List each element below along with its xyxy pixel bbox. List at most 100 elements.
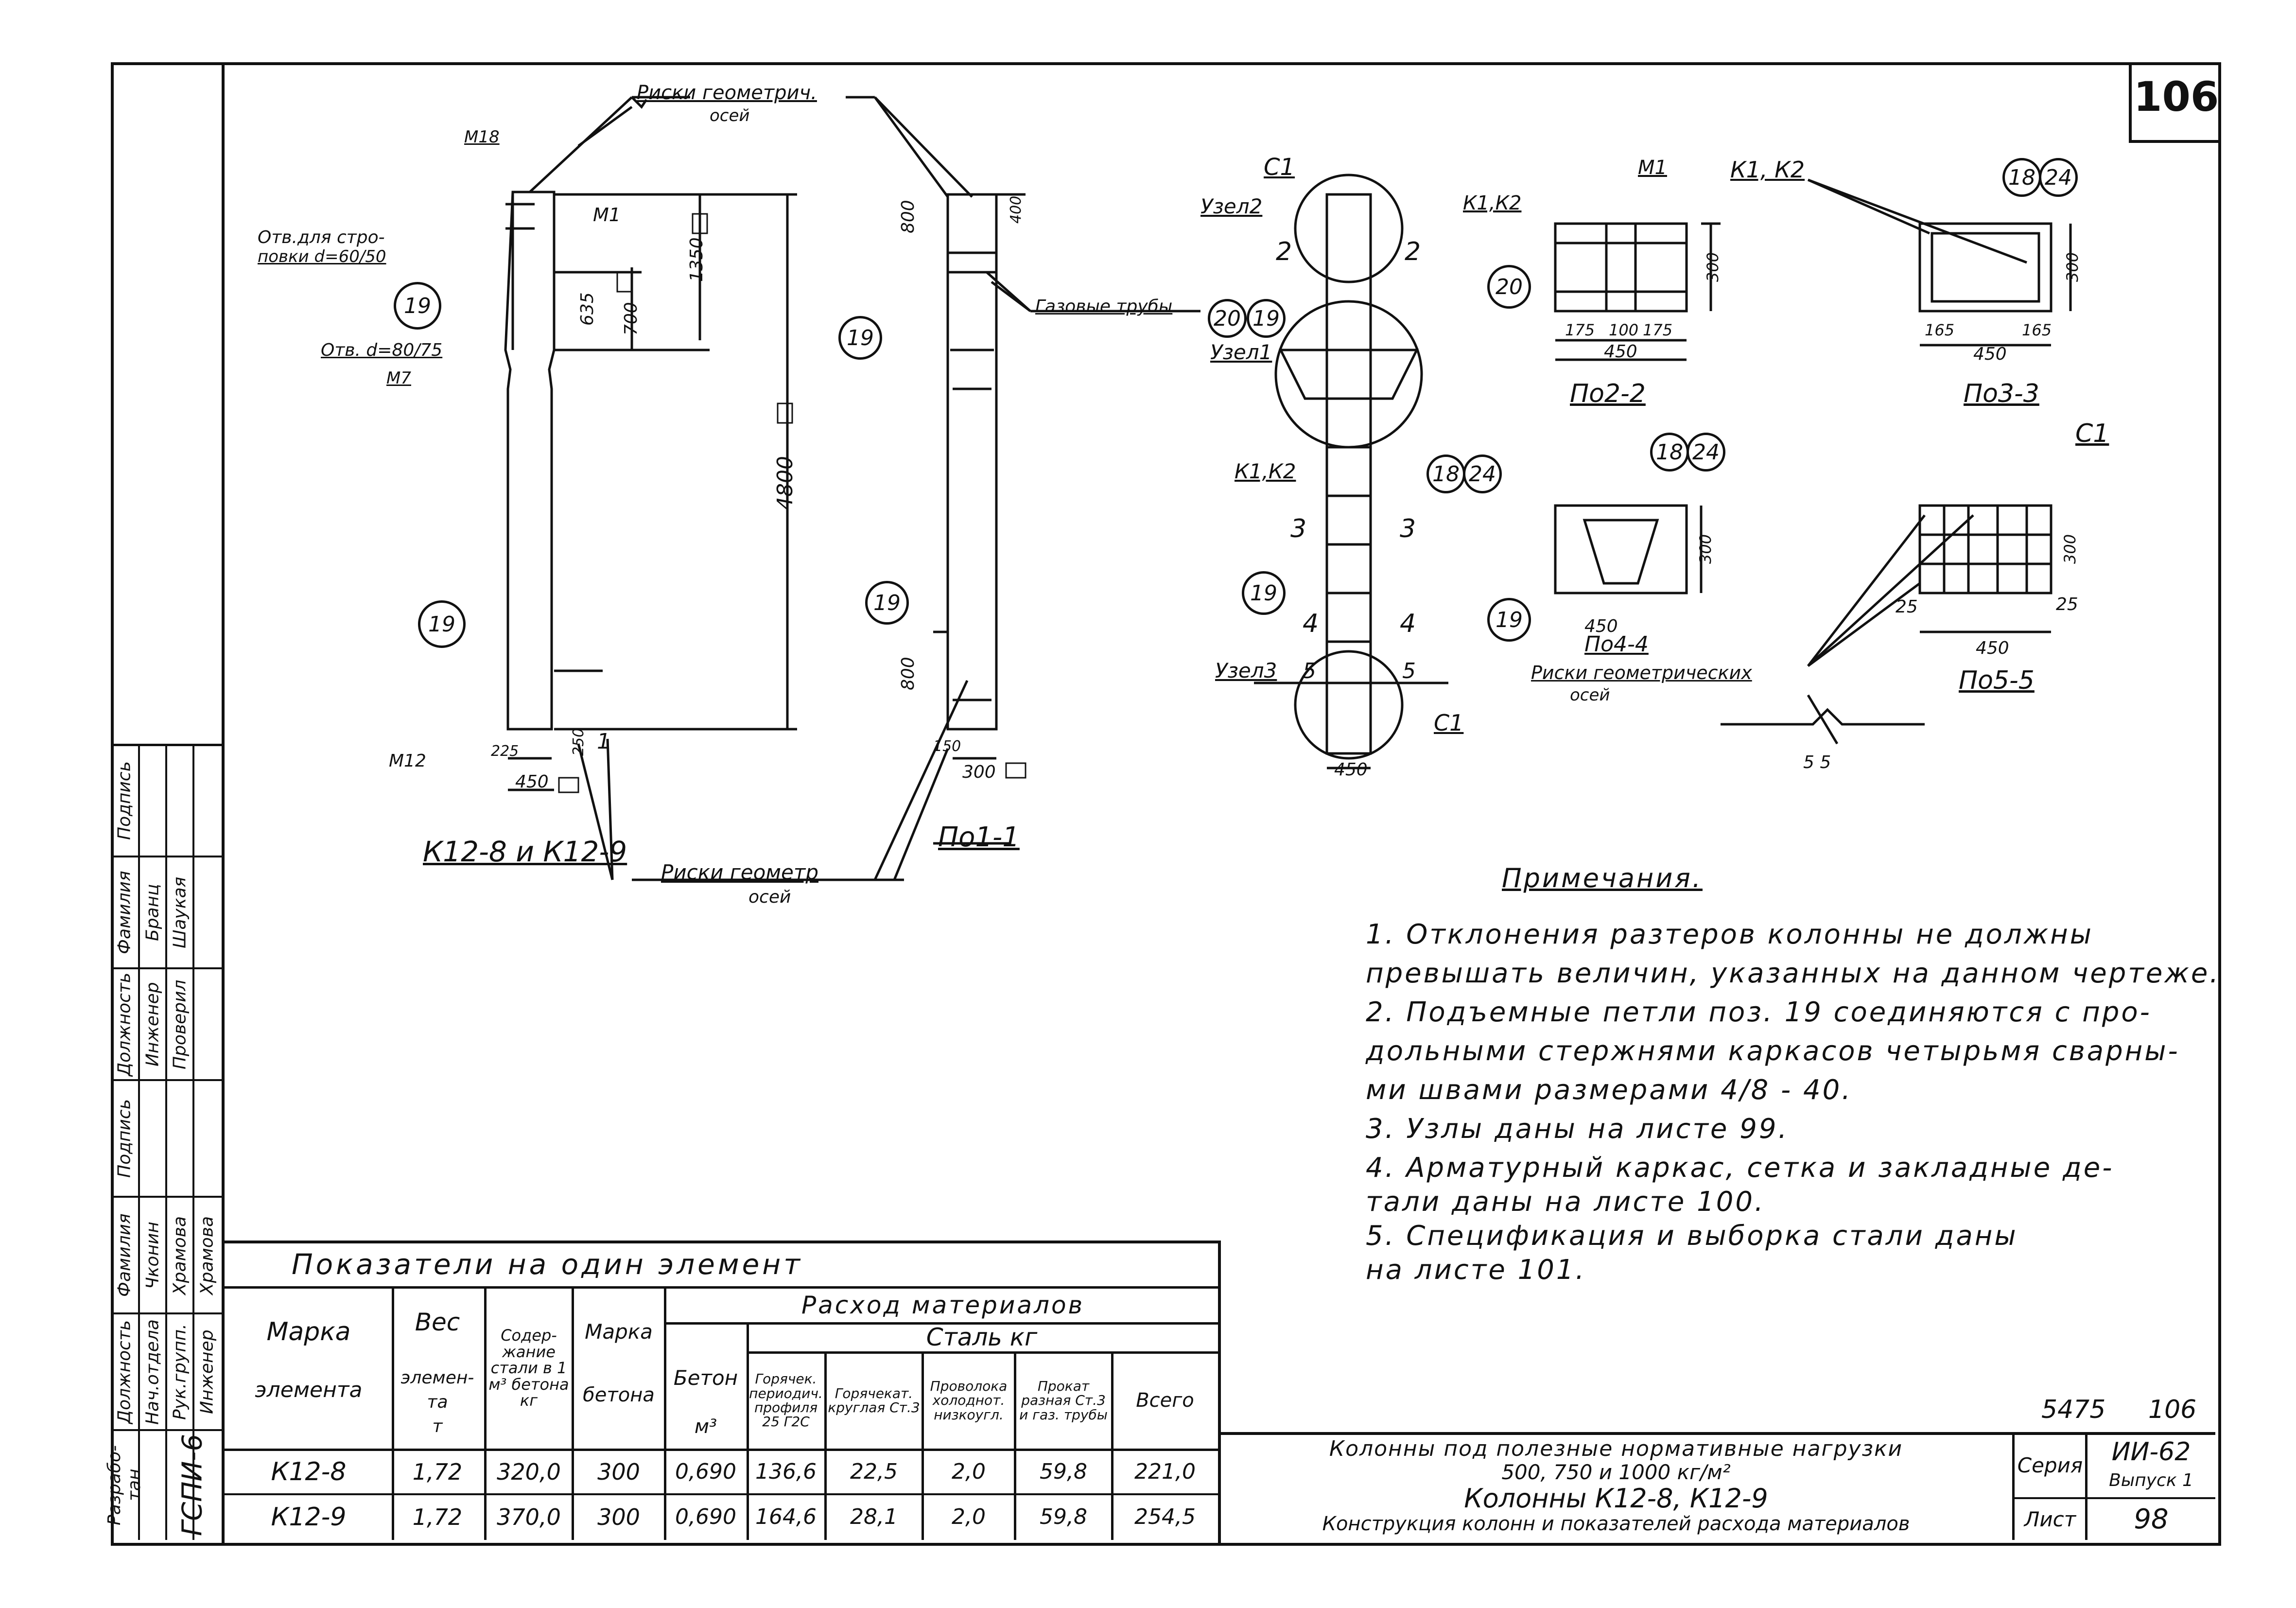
dim-450-b: 450 xyxy=(1334,760,1368,780)
dim-450-a: 450 xyxy=(515,772,549,792)
side-cell: Проверил xyxy=(170,979,190,1069)
position-bubble: 24 xyxy=(2039,158,2078,197)
side-label: Подпись xyxy=(114,761,135,840)
hdr-marka-bet-2: бетона xyxy=(583,1384,655,1406)
dim-165b: 165 xyxy=(2022,321,2052,339)
stamp-list-value: 98 xyxy=(2134,1503,2169,1535)
sheet-number-box xyxy=(2129,62,2218,143)
row1-marka: К12-8 xyxy=(271,1457,347,1486)
main-view-title: К12-8 и К12-9 xyxy=(423,835,627,868)
m12-label: М12 xyxy=(389,751,426,771)
dim-225: 225 xyxy=(491,743,519,760)
weld-5: 5 5 xyxy=(1803,752,1831,772)
risks-bottom-label: Риски геометр xyxy=(661,860,818,884)
stamp-seria-label: Серия xyxy=(2017,1453,2083,1477)
stamp-title-2: 500, 750 и 1000 кг/м² xyxy=(1501,1460,1731,1484)
row1-st1: 136,6 xyxy=(755,1459,817,1484)
node3-label: Узел3 xyxy=(1215,659,1277,682)
hdr-ves-3: та xyxy=(427,1392,448,1413)
node2-label: Узел2 xyxy=(1200,194,1263,218)
note-line: превышать величин, указанных на данном ч… xyxy=(1366,958,2221,989)
side-label: Должность xyxy=(114,1320,135,1424)
dim-450-c: 450 xyxy=(1604,342,1637,362)
note-line: 2. Подъемные петли поз. 19 соединяются с… xyxy=(1366,996,2152,1028)
num-5b: 5 xyxy=(1402,659,1416,683)
side-cell: Разрабо-тан xyxy=(104,1445,144,1525)
stamp-list-label: Лист xyxy=(2024,1507,2076,1531)
row1-st3: 2,0 xyxy=(952,1459,986,1484)
row2-beton: 0,690 xyxy=(675,1504,736,1529)
side-cell: Храмова xyxy=(170,1216,190,1295)
risks-right-label-2: осей xyxy=(1570,685,1610,705)
num-4b: 4 xyxy=(1400,609,1416,638)
binding-line xyxy=(222,62,225,1543)
position-bubble: 19 xyxy=(838,316,882,360)
num-4a: 4 xyxy=(1303,609,1319,638)
position-bubble: 20 xyxy=(1208,299,1247,338)
stamp-title-3: Колонны К12-8, К12-9 xyxy=(1464,1483,1768,1514)
k1k2-sec-label: К1,К2 xyxy=(1463,192,1522,214)
num-1: 1 xyxy=(597,729,610,754)
hdr-rashod: Расход материалов xyxy=(801,1291,1085,1319)
num-3b: 3 xyxy=(1400,514,1416,543)
sheet-number: 106 xyxy=(2134,73,2219,121)
note-line: на листе 101. xyxy=(1366,1254,1586,1286)
hdr-vsego: Всего xyxy=(1136,1389,1194,1412)
side-label: Подпись xyxy=(114,1099,135,1178)
dim-100: 100 xyxy=(1609,321,1638,339)
hdr-st3: Проволока холоднот. низкоугл. xyxy=(930,1378,1008,1423)
note-line: 5. Спецификация и выборка стали даны xyxy=(1366,1220,2018,1252)
dim-800-a: 800 xyxy=(898,200,918,233)
dim-300-e: 300 xyxy=(2061,534,2079,564)
row2-marka: К12-9 xyxy=(271,1502,347,1532)
dim-175a: 175 xyxy=(1565,321,1595,339)
hdr-beton-unit: м³ xyxy=(694,1416,717,1438)
side-label: Должность xyxy=(114,972,135,1077)
hole-d-label: Отв. d=80/75 xyxy=(321,340,443,360)
dim-300-a: 300 xyxy=(962,762,996,782)
side-cell: Нач.отдела xyxy=(142,1319,163,1425)
hdr-marka: Марка xyxy=(266,1317,351,1346)
hdr-beton: Бетон xyxy=(673,1365,738,1390)
risks-top-label-2: осей xyxy=(710,106,750,125)
risks-bottom-label-2: осей xyxy=(748,887,791,907)
hdr-st1: Горячек. периодич. профиля 25 Г2С xyxy=(749,1371,823,1430)
dim-300-b: 300 xyxy=(1704,252,1722,282)
m7-label: М7 xyxy=(386,368,411,388)
position-bubble: 19 xyxy=(865,581,909,625)
position-bubble: 18 xyxy=(2002,158,2041,197)
dim-700: 700 xyxy=(621,302,641,335)
hdr-ves-2: элемен- xyxy=(400,1368,474,1388)
position-bubble: 19 xyxy=(1242,571,1286,615)
position-bubble: 19 xyxy=(1487,598,1531,642)
k1k2-sec-b-label: К1, К2 xyxy=(1730,157,1805,183)
num-2a: 2 xyxy=(1276,237,1292,266)
dim-400: 400 xyxy=(1008,196,1025,224)
row1-vsego: 221,0 xyxy=(1134,1459,1196,1484)
note-line: 3. Узлы даны на листе 99. xyxy=(1366,1113,1789,1145)
indicators-table xyxy=(222,1241,1221,1543)
c1-bottom-label: С1 xyxy=(1434,710,1464,736)
section-55-title: По5-5 xyxy=(1959,666,2035,695)
stamp-title-4: Конструкция колонн и показателей расхода… xyxy=(1322,1513,1910,1535)
position-bubble: 24 xyxy=(1463,454,1502,493)
drawing-frame xyxy=(111,62,2221,1546)
position-bubble: 18 xyxy=(1650,433,1689,472)
side-cell: Бранц xyxy=(142,884,163,942)
dim-1350: 1350 xyxy=(687,237,707,282)
row2-ves: 1,72 xyxy=(412,1503,463,1530)
dim-635: 635 xyxy=(577,292,597,326)
position-bubble: 20 xyxy=(1487,265,1531,309)
row1-st4: 59,8 xyxy=(1040,1459,1087,1484)
dim-165a: 165 xyxy=(1925,321,1954,339)
c1-top-label: С1 xyxy=(1264,154,1295,181)
row1-beton: 0,690 xyxy=(675,1459,736,1484)
m18-label: М18 xyxy=(464,127,500,147)
dim-150: 150 xyxy=(933,738,961,755)
stamp-code-num: 106 xyxy=(2148,1395,2197,1424)
row2-st4: 59,8 xyxy=(1040,1504,1087,1529)
row2-st1: 164,6 xyxy=(755,1504,817,1529)
m1-label: М1 xyxy=(593,204,621,226)
hdr-marka-bet: Марка xyxy=(585,1319,653,1344)
